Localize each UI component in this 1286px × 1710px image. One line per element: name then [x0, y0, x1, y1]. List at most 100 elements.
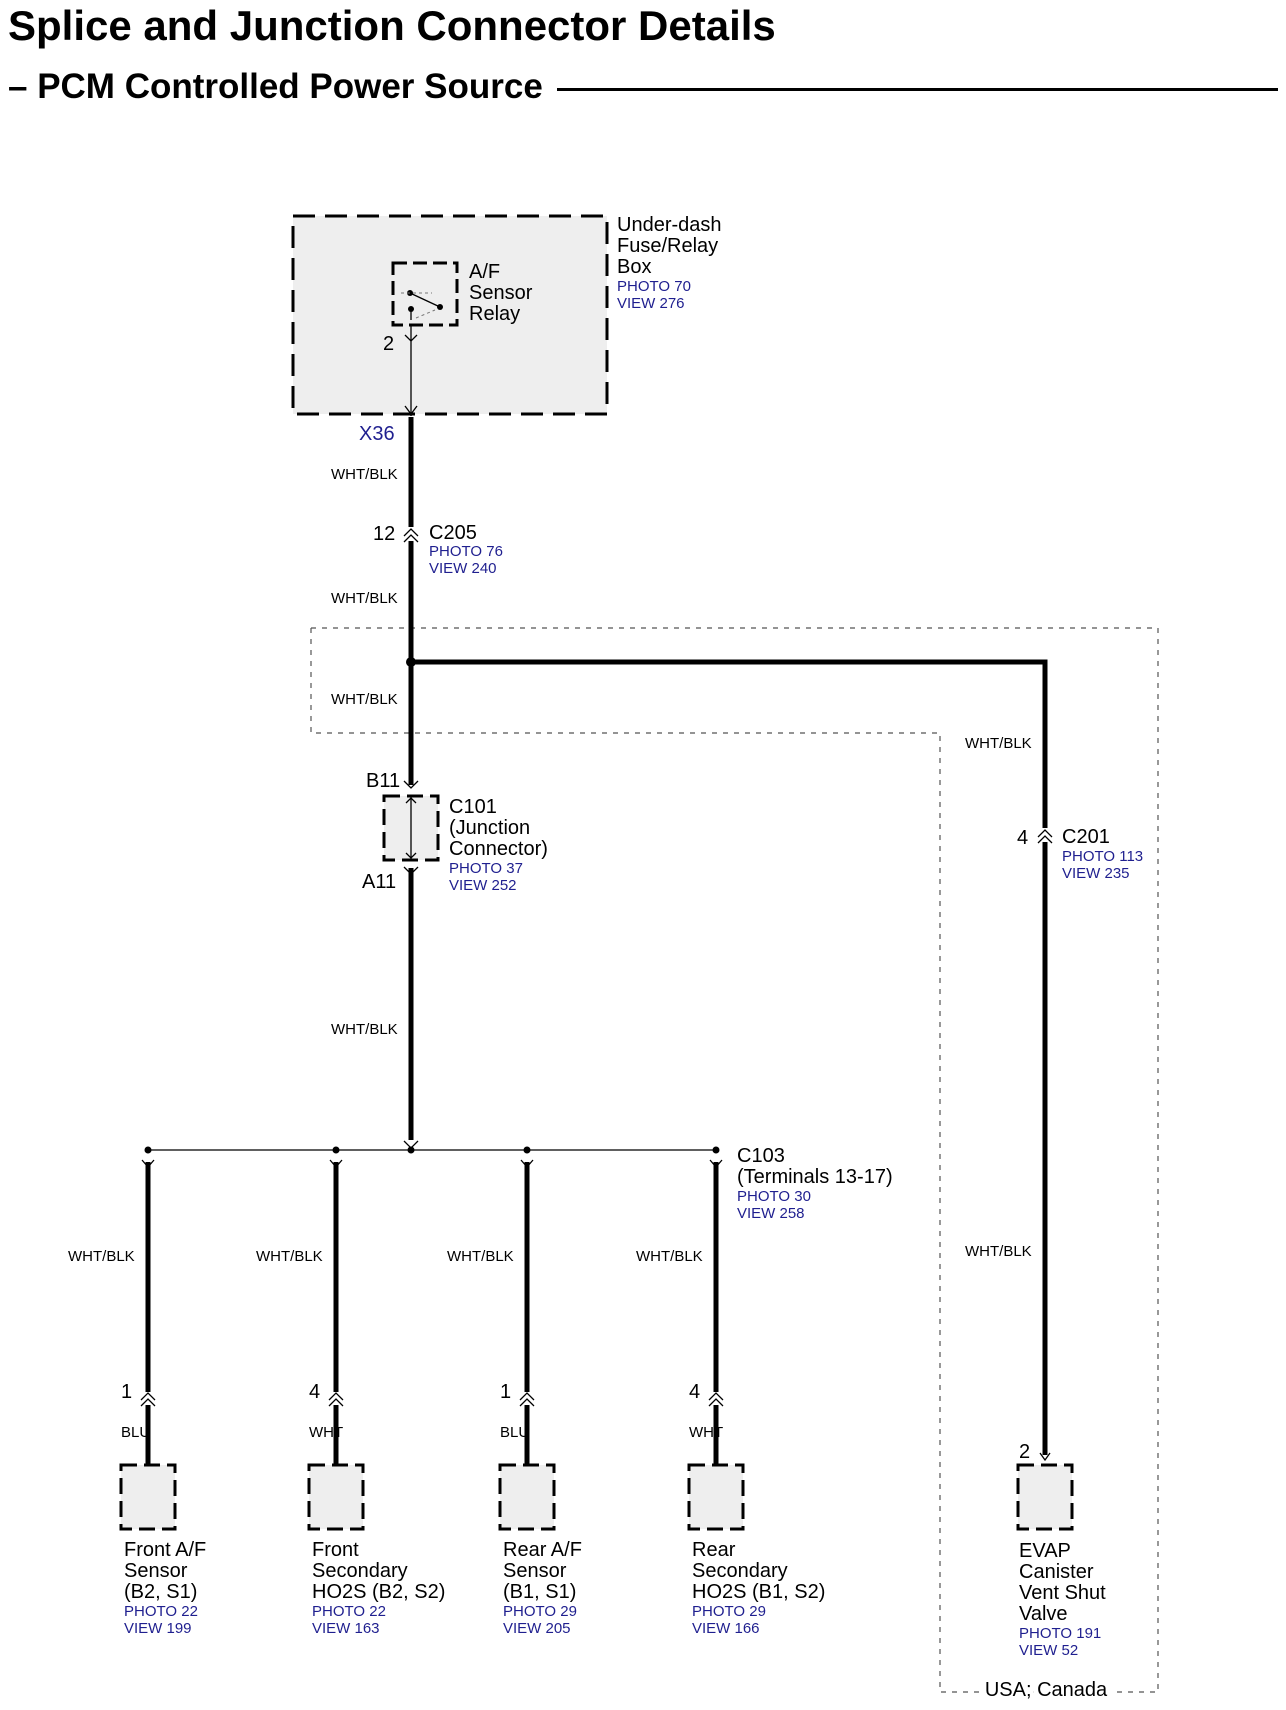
connector-mark: [519, 1392, 535, 1401]
sensor-component[interactable]: [498, 1463, 556, 1531]
c201-label: C201: [1062, 826, 1110, 848]
sensor-label-line2: Sensor: [124, 1560, 188, 1582]
sensor-label-line1: Front A/F: [124, 1539, 206, 1561]
connector-mark: [140, 1398, 156, 1407]
relay-box-label-line3: Box: [617, 256, 651, 278]
lead-color-label: BLU: [121, 1424, 150, 1441]
c205-photo-link[interactable]: PHOTO 76: [429, 543, 503, 560]
wire-color-label: WHT/BLK: [68, 1248, 135, 1265]
wire-color-label: WHT/BLK: [256, 1248, 323, 1265]
sensor-photo-link[interactable]: PHOTO 22: [312, 1603, 386, 1620]
c101-label-line2: (Junction: [449, 817, 530, 839]
sensor-label-line3: (B1, S1): [503, 1581, 576, 1603]
evap-label-line1: EVAP: [1019, 1540, 1071, 1562]
c103-label-line1: C103: [737, 1145, 785, 1167]
fuse-relay-box[interactable]: [291, 214, 609, 416]
evap-photo-link[interactable]: PHOTO 191: [1019, 1625, 1101, 1642]
sensor-label-line3: (B2, S1): [124, 1581, 197, 1603]
option-boundary: [310, 627, 1159, 1693]
connector-mark: [708, 1398, 724, 1407]
sensor-label-line3: HO2S (B1, S2): [692, 1581, 825, 1603]
c205-pin: 12: [373, 523, 395, 545]
wire-color-label: WHT/BLK: [447, 1248, 514, 1265]
connector-pin: 1: [121, 1381, 132, 1403]
relay-box-view-link[interactable]: VIEW 276: [617, 295, 685, 312]
wire-color-label: WHT/BLK: [965, 1243, 1032, 1260]
sensor-label-line2: Sensor: [503, 1560, 567, 1582]
lead-color-label: BLU: [500, 1424, 529, 1441]
sensor-view-link[interactable]: VIEW 199: [124, 1620, 192, 1637]
evap-view-link[interactable]: VIEW 52: [1019, 1642, 1078, 1659]
lead-color-label: WHT: [689, 1424, 723, 1441]
c201-view-link[interactable]: VIEW 235: [1062, 865, 1130, 882]
connector-mark: [708, 1392, 724, 1401]
connector-mark: [328, 1398, 344, 1407]
sensor-label-line1: Rear A/F: [503, 1539, 582, 1561]
connector-pin: 1: [500, 1381, 511, 1403]
wire-color-label: WHT/BLK: [636, 1248, 703, 1265]
c201-connector-symbol: [1037, 829, 1053, 844]
connector-pin: 4: [689, 1381, 700, 1403]
region-note: USA; Canada: [985, 1679, 1108, 1701]
wire-color-label: WHT/BLK: [331, 590, 398, 607]
c205-label: C205: [429, 522, 477, 544]
evap-label-line4: Valve: [1019, 1603, 1068, 1625]
evap-label-line3: Vent Shut: [1019, 1582, 1106, 1604]
relay-box-label-line1: Under-dash: [617, 214, 722, 236]
c201-photo-link[interactable]: PHOTO 113: [1062, 848, 1143, 865]
page-subtitle: – PCM Controlled Power Source: [8, 67, 557, 107]
evap-pin: 2: [1019, 1441, 1030, 1463]
c201-pin: 4: [1017, 827, 1028, 849]
branch-wires: [119, 1159, 745, 1531]
evap-label-line2: Canister: [1019, 1561, 1094, 1583]
lead-color-label: WHT: [309, 1424, 343, 1441]
wire-color-label: WHT/BLK: [965, 735, 1032, 752]
page-title: Splice and Junction Connector Details: [8, 2, 776, 49]
connector-pin: 4: [309, 1381, 320, 1403]
c103-bus[interactable]: [144, 1140, 720, 1154]
sensor-component[interactable]: [119, 1463, 177, 1531]
sensor-component[interactable]: [687, 1463, 745, 1531]
sensor-photo-link[interactable]: PHOTO 29: [503, 1603, 577, 1620]
c205-connector-symbol: [403, 528, 419, 543]
sensor-photo-link[interactable]: PHOTO 29: [692, 1603, 766, 1620]
sensor-label-line1: Front: [312, 1539, 359, 1561]
relay-box-photo-link[interactable]: PHOTO 70: [617, 278, 691, 295]
sensor-photo-link[interactable]: PHOTO 22: [124, 1603, 198, 1620]
evap-valve-component[interactable]: [1016, 1463, 1074, 1531]
c103-label-line2: (Terminals 13-17): [737, 1166, 893, 1188]
connector-mark: [328, 1392, 344, 1401]
c101-photo-link[interactable]: PHOTO 37: [449, 860, 523, 877]
c101-label-line1: C101: [449, 796, 497, 818]
c101-connector[interactable]: [382, 780, 440, 875]
sensor-label-line3: HO2S (B2, S2): [312, 1581, 445, 1603]
sensor-label-line2: Secondary: [312, 1560, 408, 1582]
relay-box-label-line2: Fuse/Relay: [617, 235, 718, 257]
c103-photo-link[interactable]: PHOTO 30: [737, 1188, 811, 1205]
connector-mark: [519, 1398, 535, 1407]
relay-label-line2: Sensor: [469, 282, 533, 304]
sensor-label-line2: Secondary: [692, 1560, 788, 1582]
c101-label-line3: Connector): [449, 838, 548, 860]
c103-view-link[interactable]: VIEW 258: [737, 1205, 805, 1222]
c205-view-link[interactable]: VIEW 240: [429, 560, 497, 577]
wire-color-label: WHT/BLK: [331, 1021, 398, 1038]
c101-view-link[interactable]: VIEW 252: [449, 877, 517, 894]
evap-terminal-mark: [1039, 1452, 1051, 1462]
subtitle-rule: [8, 88, 1278, 91]
sensor-view-link[interactable]: VIEW 205: [503, 1620, 571, 1637]
c101-pin-top: B11: [366, 770, 400, 792]
sensor-component[interactable]: [307, 1463, 365, 1531]
relay-label-line3: Relay: [469, 303, 520, 325]
sensor-view-link[interactable]: VIEW 163: [312, 1620, 380, 1637]
evap-wire: [411, 659, 1048, 1455]
connector-mark: [140, 1392, 156, 1401]
relay-label-line1: A/F: [469, 261, 500, 283]
sensor-label-line1: Rear: [692, 1539, 736, 1561]
c101-pin-bottom: A11: [362, 871, 396, 893]
wire-color-label: WHT/BLK: [331, 466, 398, 483]
relay-terminal: 2: [383, 333, 394, 355]
sensor-view-link[interactable]: VIEW 166: [692, 1620, 760, 1637]
wire-color-label: WHT/BLK: [331, 691, 398, 708]
